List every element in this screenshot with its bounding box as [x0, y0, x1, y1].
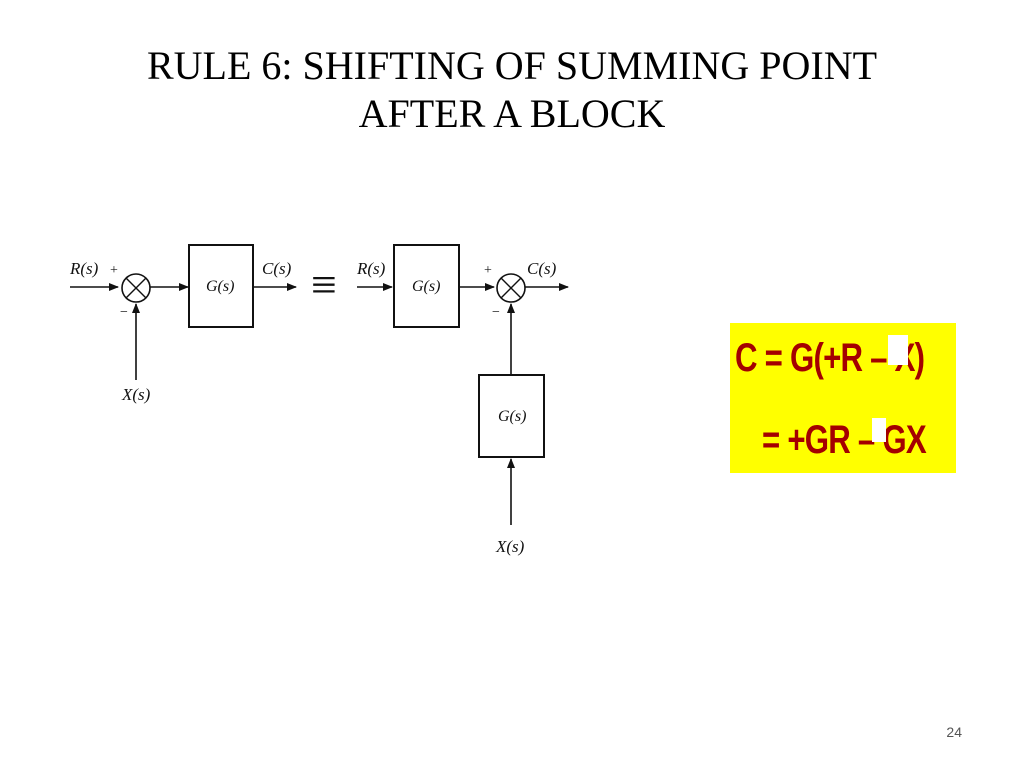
g-block-left-label: G(s): [206, 278, 234, 295]
input-label-left: R(s): [69, 259, 99, 278]
summing-junction-right: [496, 273, 526, 303]
block-diagram: R(s) + − G(s) C(s) X(s) ≡ R(s) G(s) + − …: [69, 244, 569, 556]
input-label-right: R(s): [356, 259, 386, 278]
original-diagram: R(s) + − G(s) C(s) X(s): [69, 244, 297, 404]
disturbance-label-left: X(s): [121, 385, 151, 404]
slide-title-line-2: AFTER A BLOCK: [358, 91, 666, 136]
output-label-left: C(s): [262, 259, 292, 278]
plus-sign-left: +: [110, 263, 118, 278]
page-number: 24: [946, 724, 962, 740]
g-block-right: [393, 244, 460, 328]
disturbance-label-right: X(s): [495, 537, 525, 556]
g-block-feedback-label: G(s): [498, 408, 526, 425]
g-block-left: [188, 244, 254, 328]
minus-sign-right: −: [492, 305, 500, 320]
equation-line-1: C = G(+R – X): [735, 336, 925, 380]
g-block-feedback: [478, 374, 545, 458]
minus-sign-left: −: [120, 305, 128, 320]
slide-title: RULE 6: SHIFTING OF SUMMING POINT AFTER …: [0, 42, 1024, 138]
highlight-mark-1: [888, 335, 908, 365]
g-block-right-label: G(s): [412, 278, 440, 295]
equation-line-2: = +GR – GX: [762, 418, 927, 462]
output-label-right: C(s): [527, 259, 557, 278]
highlight-mark-2: [872, 418, 886, 442]
summing-junction-left: [121, 273, 151, 303]
plus-sign-right: +: [484, 263, 492, 278]
equivalent-diagram: R(s) G(s) + − C(s) G(s) X(s): [356, 244, 569, 556]
slide-title-line-1: RULE 6: SHIFTING OF SUMMING POINT: [146, 43, 878, 88]
equivalence-symbol: ≡: [311, 259, 337, 310]
equation-box: C = G(+R – X) = +GR – GX: [730, 323, 956, 473]
